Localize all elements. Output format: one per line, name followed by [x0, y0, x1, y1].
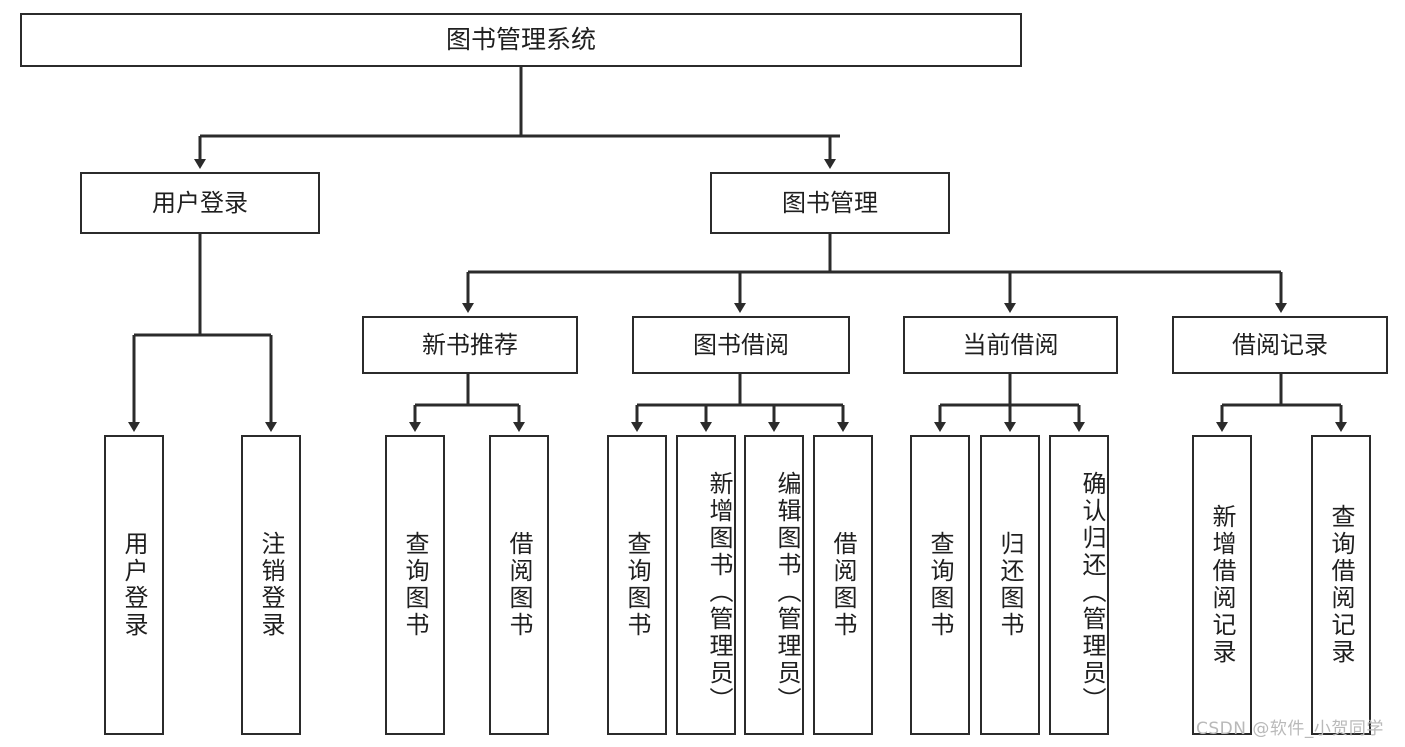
- node-label: 用户登录: [152, 189, 248, 217]
- node-label: 确认归还（管理员）: [1078, 470, 1106, 714]
- leaf-new-book-query[interactable]: 查询图书: [385, 435, 445, 735]
- node-label: 借阅图书: [829, 531, 857, 639]
- node-borrow-record[interactable]: 借阅记录: [1172, 316, 1388, 374]
- node-label: 查询图书: [623, 531, 651, 639]
- node-label: 图书管理: [782, 189, 878, 217]
- node-current-borrow[interactable]: 当前借阅: [903, 316, 1118, 374]
- leaf-current-borrow-return[interactable]: 归还图书: [980, 435, 1040, 735]
- node-new-book-recommend[interactable]: 新书推荐: [362, 316, 578, 374]
- leaf-borrow-record-add[interactable]: 新增借阅记录: [1192, 435, 1252, 735]
- node-label: 新增图书（管理员）: [705, 470, 733, 714]
- node-label: 归还图书: [996, 531, 1024, 639]
- node-label: 查询借阅记录: [1327, 504, 1355, 666]
- node-label: 编辑图书（管理员）: [773, 470, 801, 714]
- leaf-book-borrow-query[interactable]: 查询图书: [607, 435, 667, 735]
- leaf-user-login-signin[interactable]: 用户登录: [104, 435, 164, 735]
- node-label: 查询图书: [926, 531, 954, 639]
- node-book-borrow[interactable]: 图书借阅: [632, 316, 850, 374]
- node-label: 图书借阅: [693, 331, 789, 359]
- node-user-login[interactable]: 用户登录: [80, 172, 320, 234]
- csdn-watermark: CSDN @软件_小贺同学: [1196, 719, 1384, 739]
- node-label: 图书管理系统: [445, 25, 596, 55]
- node-label: 借阅记录: [1232, 331, 1328, 359]
- node-label: 用户登录: [120, 531, 148, 639]
- leaf-new-book-borrow[interactable]: 借阅图书: [489, 435, 549, 735]
- node-label: 当前借阅: [962, 331, 1059, 359]
- leaf-book-borrow-add[interactable]: 新增图书（管理员）: [676, 435, 736, 735]
- node-label: 新增借阅记录: [1208, 504, 1236, 666]
- leaf-book-borrow-borrow[interactable]: 借阅图书: [813, 435, 873, 735]
- node-label: 注销登录: [257, 531, 285, 639]
- leaf-borrow-record-query[interactable]: 查询借阅记录: [1311, 435, 1371, 735]
- node-label: 新书推荐: [422, 331, 518, 359]
- node-book-management[interactable]: 图书管理: [710, 172, 950, 234]
- node-label: 查询图书: [401, 531, 429, 639]
- leaf-user-login-signout[interactable]: 注销登录: [241, 435, 301, 735]
- leaf-current-borrow-confirm-return[interactable]: 确认归还（管理员）: [1049, 435, 1109, 735]
- leaf-book-borrow-edit[interactable]: 编辑图书（管理员）: [744, 435, 804, 735]
- node-label: 借阅图书: [505, 531, 533, 639]
- leaf-current-borrow-query[interactable]: 查询图书: [910, 435, 970, 735]
- node-root-system[interactable]: 图书管理系统: [20, 13, 1022, 67]
